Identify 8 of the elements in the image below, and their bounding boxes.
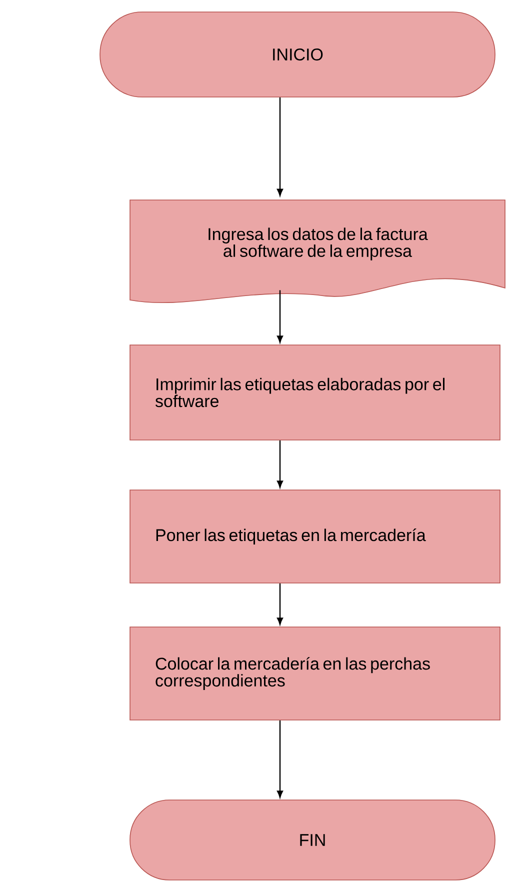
arrow bbox=[276, 720, 284, 798]
process-box: Poner las etiquetas en la mercadería bbox=[130, 490, 500, 584]
arrow bbox=[276, 97, 284, 196]
process-box: Imprimir las etiquetas elaboradas por el software bbox=[130, 344, 500, 440]
arrow bbox=[276, 440, 284, 488]
arrow bbox=[276, 290, 284, 343]
process-box: Colocar la mercadería en las perchas correspondientes bbox=[130, 626, 500, 720]
arrow bbox=[276, 583, 284, 625]
